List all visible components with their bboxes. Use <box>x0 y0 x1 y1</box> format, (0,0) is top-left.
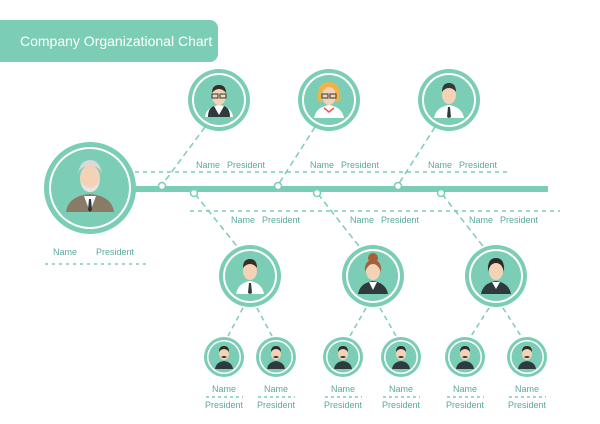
mustache-man-avatar-icon <box>456 346 474 369</box>
staff-4: Name President <box>381 337 421 410</box>
role-label: President <box>500 215 539 225</box>
mustache-man-avatar-icon <box>518 346 536 369</box>
staff-connectors <box>227 307 522 337</box>
connector <box>256 307 273 337</box>
name-label: Name <box>331 384 355 394</box>
name-label: Name <box>453 384 477 394</box>
top-staff-1: Name President <box>157 69 266 191</box>
connector <box>227 307 244 337</box>
name-label: Name <box>310 160 334 170</box>
connector <box>502 307 522 337</box>
ceo-node <box>44 142 136 234</box>
name-label: Name <box>428 160 452 170</box>
chart-title: Company Organizational Chart <box>20 33 213 49</box>
elderly-man-avatar-icon <box>66 160 114 212</box>
manager-3: Name President <box>436 188 539 307</box>
role-label: President <box>324 400 363 410</box>
top-staff-2: Name President <box>273 69 380 191</box>
role-label: President <box>508 400 547 410</box>
name-label: Name <box>469 215 493 225</box>
connector <box>379 307 397 337</box>
junction-dot <box>393 181 403 191</box>
role-label: President <box>205 400 244 410</box>
role-label: President <box>459 160 498 170</box>
junction-dot <box>189 188 199 198</box>
woman-bun-avatar-icon <box>358 253 388 294</box>
role-label: President <box>262 215 301 225</box>
junction-dot <box>273 181 283 191</box>
connector <box>397 126 436 186</box>
ceo-name: Name <box>53 247 77 257</box>
name-label: Name <box>264 384 288 394</box>
junction-dot <box>157 181 167 191</box>
ceo-role: President <box>96 247 135 257</box>
mustache-man-avatar-icon <box>392 346 410 369</box>
name-label: Name <box>231 215 255 225</box>
mustache-man-avatar-icon <box>267 346 285 369</box>
manager-1: Name President <box>189 188 301 307</box>
man-glasses-vest-avatar-icon <box>205 85 233 117</box>
junction-dot <box>436 188 446 198</box>
mustache-man-avatar-icon <box>334 346 352 369</box>
name-label: Name <box>350 215 374 225</box>
staff-5: Name President <box>445 337 485 410</box>
manager-2: Name President <box>312 188 420 307</box>
name-label: Name <box>389 384 413 394</box>
connector <box>161 126 206 186</box>
junction-dot <box>312 188 322 198</box>
title-banner: Company Organizational Chart <box>0 20 218 62</box>
mustache-man-avatar-icon <box>215 346 233 369</box>
role-label: President <box>382 400 421 410</box>
connector <box>317 193 363 251</box>
staff-2: Name President <box>256 337 296 410</box>
man-dark-hair-avatar-icon <box>481 258 511 294</box>
man-shirt-tie-avatar-icon <box>434 83 464 118</box>
connector <box>470 307 490 337</box>
top-staff-3: Name President <box>393 69 498 191</box>
connector <box>441 193 487 251</box>
name-label: Name <box>212 384 236 394</box>
name-label: Name <box>196 160 220 170</box>
staff-1: Name President <box>204 337 244 410</box>
role-label: President <box>446 400 485 410</box>
role-label: President <box>341 160 380 170</box>
role-label: President <box>381 215 420 225</box>
connector <box>194 193 241 251</box>
connector <box>277 126 316 186</box>
staff-3: Name President <box>323 337 363 410</box>
staff-6: Name President <box>507 337 547 410</box>
name-label: Name <box>515 384 539 394</box>
connector <box>349 307 367 337</box>
role-label: President <box>257 400 296 410</box>
role-label: President <box>227 160 266 170</box>
woman-blonde-glasses-avatar-icon <box>314 82 344 118</box>
man-shirt-avatar-icon <box>236 259 264 294</box>
